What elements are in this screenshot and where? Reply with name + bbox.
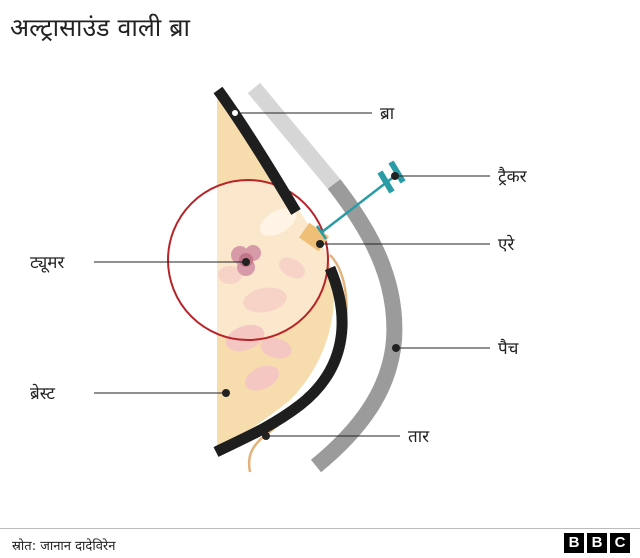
tissue-lobes — [218, 266, 292, 391]
marker-tumor — [242, 258, 250, 266]
bbc-logo-letter: B — [587, 533, 607, 553]
patch-light-segment — [247, 82, 341, 190]
tracker-device — [315, 160, 406, 240]
bbc-logo-letter: B — [564, 533, 584, 553]
bra-band-top — [213, 86, 301, 215]
source-credit: स्रोत: जानान दादेविरेन — [12, 539, 116, 554]
bra-diagram: ब्रा ट्रैकर एरे ट्यूमर पैच ब्रेस्ट तार — [30, 82, 528, 473]
bra-band-bottom — [213, 265, 348, 457]
label-tracker: ट्रैकर — [498, 166, 528, 187]
page-title: अल्ट्रासाउंड वाली ब्रा — [10, 13, 190, 42]
zoom-highlight — [217, 180, 328, 340]
bbc-logo: B B C — [564, 533, 630, 553]
footer-divider — [0, 528, 640, 529]
label-patch: पैच — [498, 338, 520, 359]
marker-bra — [230, 108, 240, 118]
label-breast: ब्रेस्ट — [30, 383, 55, 404]
marker-tracker — [391, 172, 399, 180]
label-wire: तार — [408, 427, 430, 447]
zoom-circle — [167, 179, 329, 341]
label-array: एरे — [498, 234, 515, 255]
marker-patch — [392, 344, 400, 352]
label-tumor: ट्यूमर — [30, 253, 65, 273]
marker-wire — [262, 432, 270, 440]
patch-band — [310, 179, 403, 473]
marker-array — [316, 240, 324, 248]
bbc-logo-letter: C — [610, 533, 630, 553]
label-bra: ब्रा — [380, 104, 395, 124]
marker-breast — [222, 389, 230, 397]
